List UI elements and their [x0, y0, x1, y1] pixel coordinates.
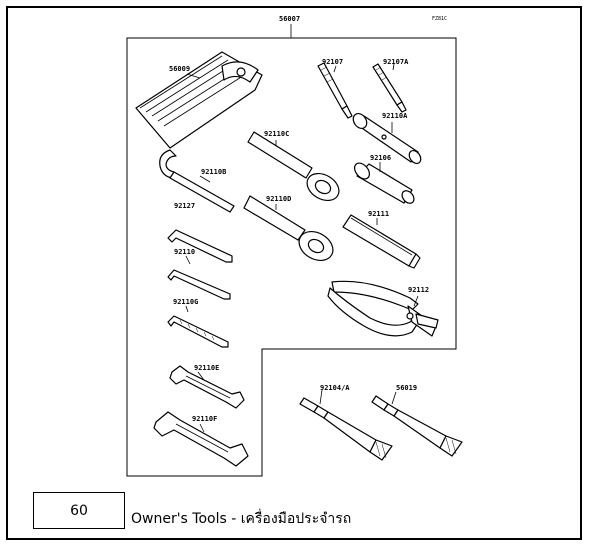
screwdriver-icon [317, 62, 353, 119]
hex-key-icon [167, 229, 233, 263]
tool-pouch-icon [135, 51, 263, 149]
label-92104A: 92104/A [320, 384, 350, 392]
hex-key-small-icon [167, 315, 229, 348]
page-number-box: 60 [33, 492, 125, 529]
kit-boundary [126, 37, 457, 477]
label-92112: 92112 [408, 286, 429, 294]
grease-tube-2-icon [371, 395, 463, 457]
figure-code: FZ81C [432, 16, 447, 22]
label-92110: 92110 [174, 248, 195, 256]
label-92110B: 92110B [201, 168, 226, 176]
label-92107: 92107 [322, 58, 343, 66]
ring-wrench-icon [247, 131, 340, 202]
screwdriver-bit-icon [372, 63, 407, 113]
grease-tube-icon [299, 397, 393, 461]
handle-icon [354, 162, 415, 204]
label-92110D: 92110D [266, 195, 291, 203]
label-92110-leader [185, 255, 191, 265]
label-92110G-leader [185, 305, 189, 313]
open-end-wrench-large-icon [153, 411, 249, 467]
label-92107A: 92107A [383, 58, 409, 66]
label-92110B-leader [199, 175, 211, 183]
pouch-leader [186, 73, 201, 79]
label-92107-leader [333, 65, 337, 73]
label-56019: 56019 [396, 384, 417, 392]
label-92106: 92106 [370, 154, 391, 162]
label-92111: 92111 [368, 210, 389, 218]
label-92104A-leader [319, 389, 323, 405]
label-92107A-leader [392, 63, 395, 71]
socket-extension-icon [352, 112, 422, 165]
label-92110F: 92110F [192, 415, 217, 423]
extension-bar-icon [342, 214, 421, 269]
page-frame [6, 6, 582, 540]
hook-spanner-icon [159, 149, 235, 213]
open-end-wrench-icon [169, 365, 245, 409]
pliers-icon [327, 280, 439, 337]
ring-wrench-large-icon [243, 195, 334, 262]
label-92110E-leader [197, 371, 205, 381]
label-92110F-leader [199, 423, 205, 433]
label-92110E: 92110E [194, 364, 219, 372]
label-pouch: 56009 [169, 65, 190, 73]
hex-key-92110-icon [167, 269, 231, 300]
page-number: 60 [70, 502, 88, 519]
figure-caption: Owner's Tools - เครื่องมือประจำรถ [131, 511, 352, 527]
label-kit: 56007 [279, 15, 300, 23]
label-92110C: 92110C [264, 130, 289, 138]
label-92110G: 92110G [173, 298, 198, 306]
label-92127: 92127 [174, 202, 195, 210]
label-92110A: 92110A [382, 112, 408, 120]
label-92112-leader [413, 295, 419, 307]
label-56019-leader [391, 391, 397, 405]
